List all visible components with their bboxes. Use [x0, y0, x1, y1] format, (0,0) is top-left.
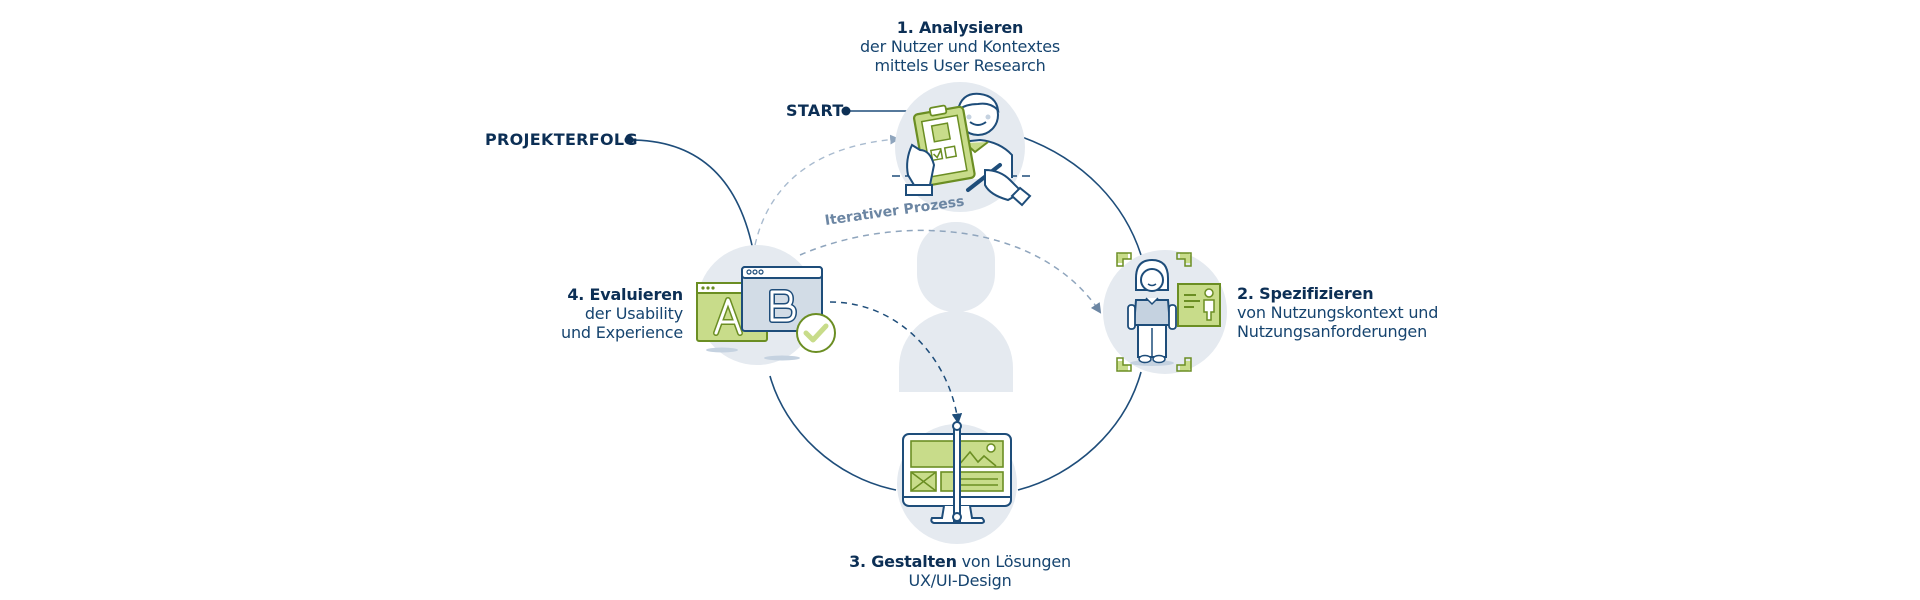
start-marker: START [786, 101, 844, 120]
dashed-arrow-iterative [799, 229, 1102, 314]
step-2-title: 2. Spezifizieren [1237, 284, 1374, 303]
step-2-line2: Nutzungsanforderungen [1237, 322, 1428, 341]
success-dot [624, 135, 634, 145]
ab-test-icon [696, 245, 836, 365]
step-4-line1: der Usability [584, 304, 683, 323]
arc-1-to-2 [1021, 136, 1142, 256]
step-1-line1: der Nutzer und Kontextes [859, 37, 1061, 56]
researcher-clipboard-icon [892, 82, 1032, 212]
step-1-line2: mittels User Research [874, 56, 1046, 75]
step-3-line2: UX/UI-Design [908, 571, 1012, 590]
process-cycle [629, 110, 1142, 491]
arc-2-to-3 [1017, 371, 1142, 491]
arc-4-to-success [629, 139, 755, 256]
step-3-label: 3. Gestalten von Lösungen UX/UI-Design [820, 552, 1100, 590]
dashed-arrow-4-to-3 [829, 301, 963, 425]
step-2-label: 2. Spezifizieren von Nutzungskontext und… [1237, 284, 1537, 341]
step-1-label: 1. Analysieren der Nutzer und Kontextes … [820, 18, 1100, 75]
step-2-line1: von Nutzungskontext und [1237, 303, 1439, 322]
monitor-wireframe-icon [897, 421, 1017, 544]
arc-3-to-4 [769, 375, 897, 491]
step-1-title: 1. Analysieren [896, 18, 1024, 37]
start-dot [841, 106, 851, 116]
step-3-title: 3. Gestalten [849, 552, 957, 571]
projekterfolg-marker: PROJEKTERFOLG [485, 130, 638, 149]
step-4-title: 4. Evaluieren [567, 285, 683, 304]
persona-profile-icon [1103, 250, 1227, 374]
step-4-line2: und Experience [561, 323, 683, 342]
step-4-label: 4. Evaluieren der Usability und Experien… [483, 285, 683, 342]
step-3-inline: von Lösungen [956, 552, 1071, 571]
dashed-arrow-4-to-1 [754, 134, 900, 246]
user-silhouette-icon [899, 222, 1013, 392]
